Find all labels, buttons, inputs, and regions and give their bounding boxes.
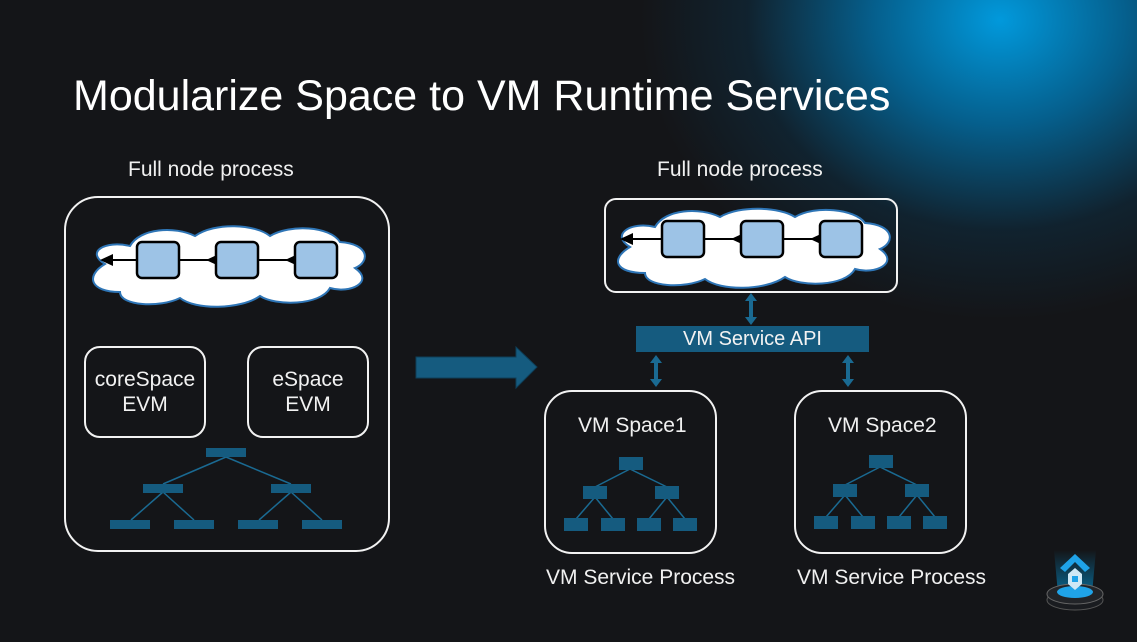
espace-evm-label: EVM bbox=[285, 393, 331, 416]
tree-icon bbox=[814, 455, 947, 529]
chain-block bbox=[739, 219, 785, 259]
vm-space2-box bbox=[794, 390, 967, 554]
slide-title: Modularize Space to VM Runtime Services bbox=[73, 72, 891, 120]
vm-space1-title: VM Space1 bbox=[578, 414, 687, 437]
right-full-node-box bbox=[604, 198, 898, 293]
corespace-evm-box: coreSpace EVM bbox=[84, 346, 206, 438]
tree-icon bbox=[564, 457, 697, 531]
espace-label: eSpace bbox=[272, 368, 344, 391]
left-panel-caption: Full node process bbox=[128, 158, 294, 181]
vm-service-process-caption-1: VM Service Process bbox=[546, 566, 736, 589]
chain-block bbox=[293, 240, 339, 280]
conflux-logo-icon bbox=[1046, 550, 1104, 611]
double-arrow-icon bbox=[745, 293, 757, 325]
right-blockchain-cloud bbox=[617, 207, 891, 289]
espace-evm-box: eSpace EVM bbox=[247, 346, 369, 438]
left-blockchain-cloud bbox=[92, 225, 366, 308]
left-full-node-box bbox=[64, 196, 390, 552]
corespace-evm-label: EVM bbox=[122, 393, 168, 416]
chain-block bbox=[214, 240, 260, 280]
chain-block bbox=[660, 219, 706, 259]
vm-space2-title: VM Space2 bbox=[828, 414, 937, 437]
tree-icon bbox=[110, 448, 342, 529]
vm-service-api-bar: VM Service API bbox=[636, 326, 869, 352]
corespace-label: coreSpace bbox=[94, 368, 196, 391]
chain-block bbox=[135, 240, 181, 280]
vm-space1-box bbox=[544, 390, 717, 554]
right-panel-caption: Full node process bbox=[657, 158, 823, 181]
right-arrow-icon bbox=[415, 345, 538, 390]
vm-service-process-caption-2: VM Service Process bbox=[797, 566, 987, 589]
chain-block bbox=[818, 219, 864, 259]
double-arrow-icon bbox=[842, 355, 854, 387]
double-arrow-icon bbox=[650, 355, 662, 387]
